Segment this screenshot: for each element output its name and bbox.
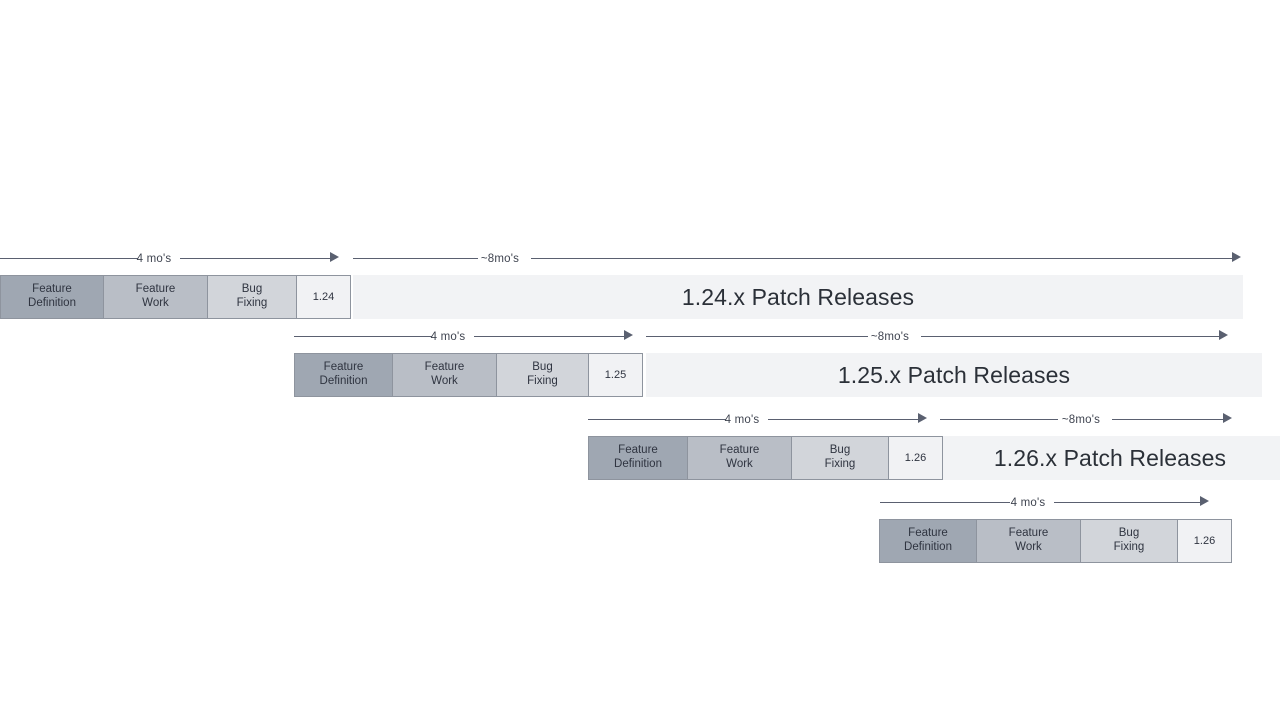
measure-line-right [768,419,918,420]
release-version-tag[interactable]: 1.24 [296,275,351,319]
phase-label-line2: Work [431,375,458,387]
patch-duration-measure-1-26: ~8mo's [940,409,1240,431]
release-version-tag[interactable]: 1.26 [1177,519,1232,563]
measure-line-right [1112,419,1225,420]
patch-release-banner-1-26: 1.26.x Patch Releases [940,436,1280,480]
patch-duration-label: ~8mo's [870,331,910,343]
phase-label-line1: Bug [829,444,851,457]
measure-arrowhead-icon [918,413,927,423]
measure-line-left [588,419,726,420]
version-label: 1.25 [604,368,627,381]
phase-label-line2: Fixing [824,458,856,470]
measure-line-left [646,336,868,337]
version-label: 1.26 [1193,534,1216,547]
release-version-tag[interactable]: 1.26 [888,436,943,480]
dev-duration-measure-1-25: 4 mo's [294,326,634,348]
banner-label: 1.24.x Patch Releases [681,283,915,310]
measure-line-left [940,419,1058,420]
phase-label-line2: Definition [319,375,368,387]
measure-arrowhead-icon [1200,496,1209,506]
dev-duration-label: 4 mo's [1010,497,1046,509]
banner-label: 1.25.x Patch Releases [837,361,1071,388]
release-version-tag[interactable]: 1.25 [588,353,643,397]
measure-line-right [531,258,1234,259]
phase-label-line2: Fixing [236,297,268,309]
patch-duration-label: ~8mo's [480,253,520,265]
measure-line-left [880,502,1010,503]
patch-duration-measure-1-24: ~8mo's [353,248,1243,270]
measure-arrowhead-icon [1223,413,1232,423]
dev-duration-label: 4 mo's [724,414,760,426]
phase-label-line1: Feature [618,444,658,457]
patch-duration-label: ~8mo's [1061,414,1101,426]
patch-release-banner-1-24: 1.24.x Patch Releases [353,275,1243,319]
phase-label-line2: Definition [614,458,662,470]
phase-label-line1: Feature [719,444,760,457]
dev-duration-label: 4 mo's [136,253,172,265]
timeline-row-1-24: 4 mo's ~8mo's 1.24.x Patch Releases Feat… [0,248,1280,338]
phase-label-line1: Feature [135,283,176,296]
dev-duration-label: 4 mo's [430,331,466,343]
patch-duration-measure-1-25: ~8mo's [646,326,1236,348]
measure-arrowhead-icon [1219,330,1228,340]
phase-label-line2: Definition [28,297,76,309]
phase-label-line1: Feature [908,527,948,540]
dev-duration-measure-1-24: 4 mo's [0,248,340,270]
patch-release-banner-1-25: 1.25.x Patch Releases [646,353,1262,397]
version-label: 1.24 [312,290,335,303]
measure-line-left [294,336,432,337]
phase-label-line2: Work [142,297,169,309]
measure-line-left [0,258,138,259]
measure-arrowhead-icon [624,330,633,340]
phase-label-line2: Definition [904,541,952,553]
phase-label-line2: Work [1015,541,1042,553]
phase-label-line1: Feature [424,361,465,374]
phase-label-line1: Feature [32,283,72,296]
phase-label-line1: Feature [1008,527,1049,540]
phase-label-line1: Bug [532,361,553,374]
phase-label-line2: Fixing [1113,541,1145,553]
phase-label-line1: Bug [1118,527,1140,540]
timeline-row-1-25: 4 mo's ~8mo's 1.25.x Patch Releases Feat… [0,326,1280,416]
measure-line-right [180,258,330,259]
measure-line-right [1054,502,1202,503]
timeline-row-1-26: 4 mo's ~8mo's 1.26.x Patch Releases Feat… [0,409,1280,499]
dev-duration-measure-1-26: 4 mo's [588,409,928,431]
measure-arrowhead-icon [330,252,339,262]
phase-label-line2: Fixing [527,375,558,387]
measure-line-right [474,336,624,337]
phase-label-line1: Bug [241,283,263,296]
phase-label-line2: Work [726,458,753,470]
measure-arrowhead-icon [1232,252,1241,262]
version-label: 1.26 [904,451,927,464]
banner-label: 1.26.x Patch Releases [993,444,1227,471]
phase-label-line1: Feature [323,361,364,374]
dev-duration-measure-next: 4 mo's [880,492,1220,514]
measure-line-right [921,336,1221,337]
measure-line-left [353,258,478,259]
